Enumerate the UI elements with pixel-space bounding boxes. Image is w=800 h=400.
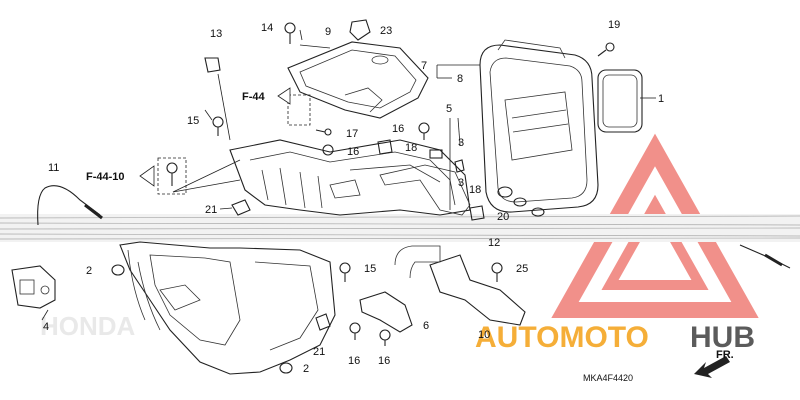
callout-3: 3	[458, 177, 464, 189]
seal-gasket-shape	[597, 69, 643, 133]
callout-19: 19	[608, 19, 620, 31]
leader-lines	[41, 29, 656, 321]
callout-18: 18	[405, 142, 417, 154]
callout-labels: 1 2 2 3 3 4 5 6 7 8 9 10 11 12 13 14 15 …	[43, 19, 664, 375]
callout-6: 6	[423, 320, 429, 332]
hardware-bolts	[111, 19, 615, 374]
callout-3: 3	[458, 137, 464, 149]
callout-13: 13	[210, 28, 222, 40]
watermark-brand-right: HUB	[690, 321, 755, 354]
callout-16: 16	[348, 355, 360, 367]
callout-11: 11	[48, 162, 59, 174]
callout-21: 21	[313, 346, 325, 358]
callout-21: 21	[205, 204, 217, 216]
callout-9: 9	[325, 26, 331, 38]
bracket-plate-shape	[394, 245, 526, 326]
callout-10: 10	[478, 329, 490, 341]
small-bracket-shape	[359, 291, 413, 333]
callout-2: 2	[86, 265, 92, 277]
callout-2: 2	[303, 363, 309, 375]
callout-5: 5	[446, 103, 452, 115]
side-strip-shape	[379, 164, 471, 216]
lid-assembly-shape	[479, 39, 599, 213]
callout-25: 25	[516, 263, 528, 275]
callout-16: 16	[392, 123, 404, 135]
watermark-faint-brand: HONDA	[40, 311, 136, 341]
front-direction-arrow	[694, 356, 730, 378]
callout-8: 8	[457, 73, 463, 85]
callout-12: 12	[488, 237, 500, 249]
scan-band-noise	[0, 215, 800, 240]
front-direction-label: FR.	[716, 349, 734, 361]
ref-f4410-marker	[139, 157, 187, 195]
ref-f44-label: F-44	[242, 91, 266, 103]
lower-housing-shape	[119, 241, 336, 375]
callout-4: 4	[43, 321, 49, 333]
callout-16: 16	[347, 146, 359, 158]
callout-20: 20	[497, 211, 509, 223]
callout-15: 15	[187, 115, 199, 127]
watermark-brand-left: AUTOMOTO	[475, 321, 649, 354]
callout-17: 17	[346, 128, 358, 140]
latch-bracket-shape	[11, 265, 56, 309]
callout-7: 7	[421, 60, 427, 72]
diagram-code: MKA4F4420	[583, 373, 633, 383]
callout-15: 15	[364, 263, 376, 275]
ref-f44-marker	[277, 87, 311, 126]
callout-23: 23	[380, 25, 392, 37]
callout-14: 14	[261, 22, 273, 34]
callout-18: 18	[469, 184, 481, 196]
ref-f4410-label: F-44-10	[86, 171, 125, 183]
callout-1: 1	[658, 93, 664, 105]
cable-11-shape	[37, 185, 101, 226]
callout-16: 16	[378, 355, 390, 367]
top-cover-shape	[287, 41, 429, 119]
